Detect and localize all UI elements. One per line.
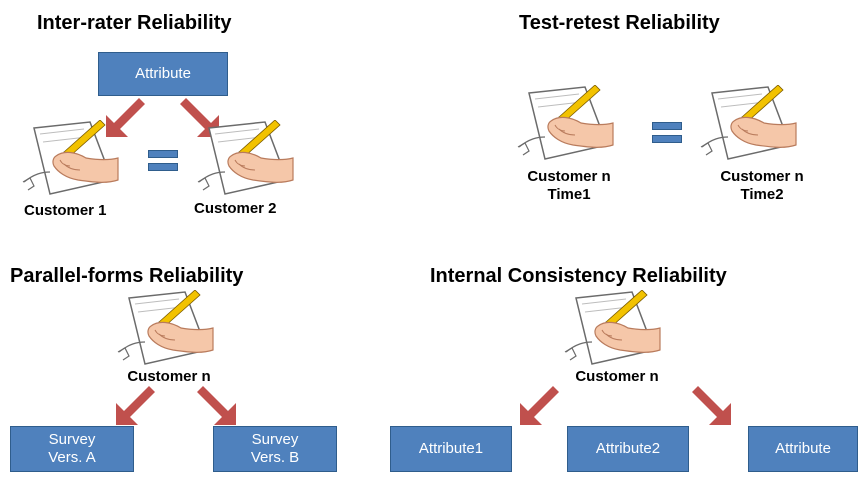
attribute-box: Attribute xyxy=(98,52,228,96)
version-a-text: Vers. A xyxy=(48,449,96,466)
time2-text: Time2 xyxy=(740,186,784,203)
customer-n-time2-label: Customer n Time2 xyxy=(712,168,812,204)
attribute-text: Attribute xyxy=(775,440,831,457)
survey-version-a-box: Survey Vers. A xyxy=(10,426,134,472)
attribute1-text: Attribute1 xyxy=(418,440,484,457)
customer-1-label: Customer 1 xyxy=(24,202,107,219)
customer-n-label: Customer n xyxy=(127,368,211,385)
survey-text: Survey xyxy=(251,431,299,448)
version-b-text: Vers. B xyxy=(250,449,300,466)
writing-hand-icon xyxy=(22,120,119,195)
attribute2-box: Attribute2 xyxy=(567,426,689,472)
time1-text: Time1 xyxy=(547,186,591,203)
attribute-box-label: Attribute xyxy=(135,65,191,82)
down-arrow-icon xyxy=(106,98,145,137)
down-arrow-icon xyxy=(692,386,731,425)
writing-hand-icon xyxy=(564,290,661,365)
down-arrow-icon xyxy=(116,386,155,425)
customer-n-text: Customer n xyxy=(527,168,611,185)
writing-hand-icon xyxy=(117,290,214,365)
down-arrow-icon xyxy=(197,386,236,425)
customer-n-label: Customer n xyxy=(575,368,659,385)
attribute1-box: Attribute1 xyxy=(390,426,512,472)
internal-consistency-title: Internal Consistency Reliability xyxy=(430,265,727,287)
writing-hand-icon xyxy=(197,120,294,195)
down-arrow-icon xyxy=(520,386,559,425)
equals-icon xyxy=(652,120,682,146)
inter-rater-title: Inter-rater Reliability xyxy=(37,12,232,34)
survey-text: Survey xyxy=(48,431,96,448)
customer-n-text: Customer n xyxy=(720,168,804,185)
test-retest-title: Test-retest Reliability xyxy=(519,12,720,34)
survey-version-b-box: Survey Vers. B xyxy=(213,426,337,472)
equals-icon xyxy=(148,148,178,174)
writing-hand-icon xyxy=(700,85,797,160)
parallel-forms-title: Parallel-forms Reliability xyxy=(10,265,244,287)
customer-n-time1-label: Customer n Time1 xyxy=(519,168,619,204)
writing-hand-icon xyxy=(517,85,614,160)
attribute2-text: Attribute2 xyxy=(595,440,661,457)
customer-2-label: Customer 2 xyxy=(194,200,277,217)
attribute-box: Attribute xyxy=(748,426,858,472)
